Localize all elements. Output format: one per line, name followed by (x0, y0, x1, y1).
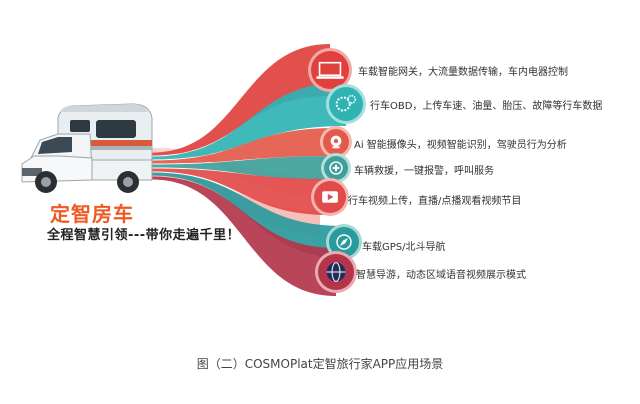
feature-label-0: 车载智能网关，大流量数据传输，车内电器控制 (358, 67, 568, 78)
feature-label-2: Ai 智能摄像头，视频智能识别，驾驶员行为分析 (354, 140, 567, 151)
ribbon-4 (152, 168, 330, 215)
compass-icon (326, 224, 362, 260)
globe-icon (315, 251, 357, 293)
ribbon-1 (152, 82, 346, 160)
brand-title: 定智房车 (50, 202, 134, 226)
feature-label-6: 智慧导游，动态区域语音视频展示模式 (356, 270, 526, 281)
play-icon (311, 178, 349, 216)
ribbon-fan (152, 44, 346, 296)
feature-label-5: 车载GPS/北斗导航 (362, 242, 446, 253)
ribbon-6 (152, 176, 336, 296)
gears-icon (326, 84, 366, 124)
ribbon-2 (152, 128, 336, 164)
ribbon-0 (152, 44, 330, 156)
laptop-icon (308, 48, 352, 92)
ribbon-5 (152, 172, 344, 258)
sos-plus-icon (321, 153, 351, 183)
brand-slogan: 全程智慧引领---带你走遍千里！ (47, 228, 241, 243)
rv-illustration (21, 103, 153, 193)
feature-icons (308, 48, 366, 293)
feature-label-4: 行车视频上传，直播/点播观看视频节目 (348, 196, 522, 207)
webcam-icon (320, 126, 352, 158)
figure-caption: 图（二）COSMOPlat定智旅行家APP应用场景 (196, 357, 444, 371)
feature-label-1: 行车OBD，上传车速、油量、胎压、故障等行车数据 (370, 101, 603, 112)
feature-label-3: 车辆救援，一键报警，呼叫服务 (354, 166, 494, 177)
ribbon-3 (152, 156, 336, 180)
